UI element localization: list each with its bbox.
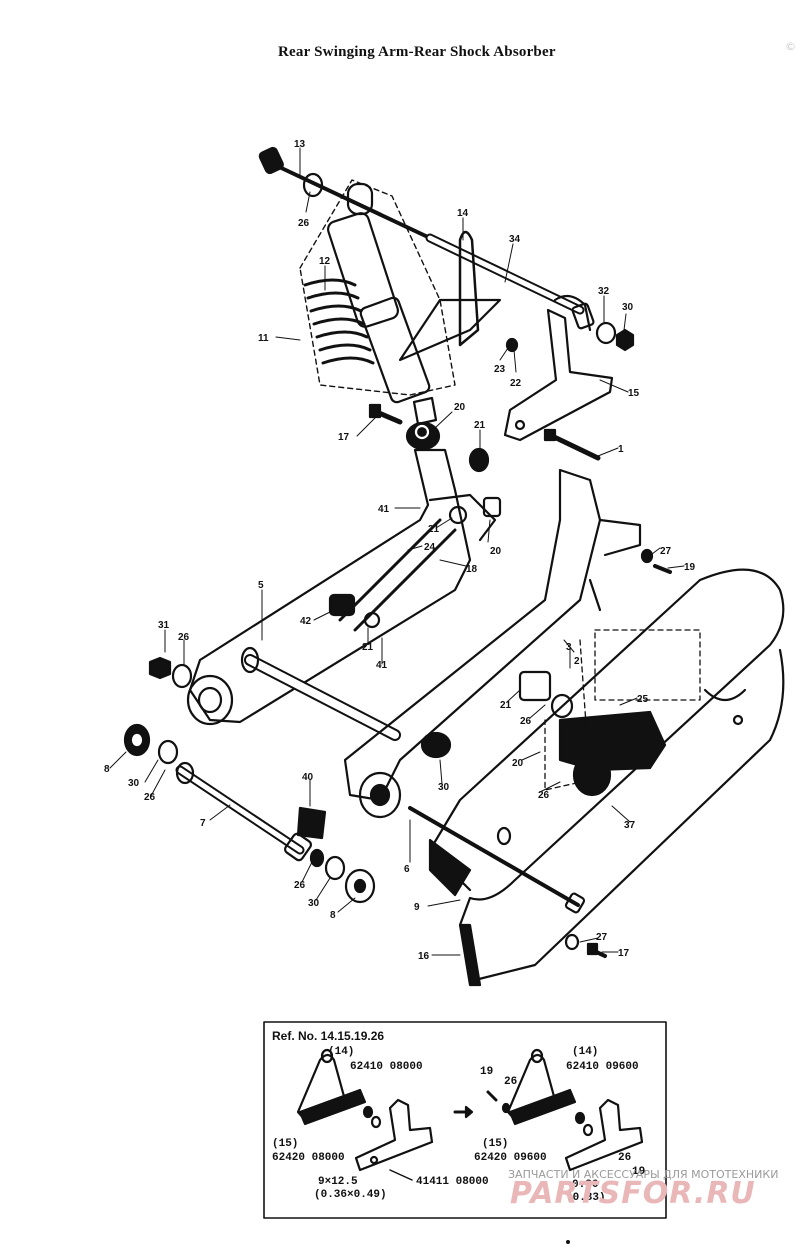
inset-right-15-ref: (15) [482,1138,509,1150]
brake-assembly-37 [496,629,701,846]
callout-41-a: 41 [378,504,390,515]
top-bolt-13 [258,146,432,240]
callout-30-d: 30 [308,898,320,909]
guard-fasteners [564,548,672,958]
callout-3: 3 [566,642,572,653]
stray-mark [566,1240,570,1244]
rear-axle-6 [408,806,586,914]
inset-right-15-no: 62420 09600 [474,1152,547,1164]
callout-20-b: 20 [490,546,502,557]
cross-bar-34 [398,230,595,362]
callout-1: 1 [618,444,624,455]
callout-17-a: 17 [338,432,350,443]
callout-21-c: 21 [362,642,374,653]
inset-left-dim-1: 9×12.5 [318,1176,358,1188]
inset-left-15-no: 62420 08000 [272,1152,345,1164]
watermark-caption: ЗАПЧАСТИ И АКСЕССУАРЫ ДЛЯ МОТОТЕХНИКИ [508,1168,779,1181]
pivot-nuts-left [148,656,193,689]
callout-16: 16 [418,951,430,962]
page-title: Rear Swinging Arm-Rear Shock Absorber [278,44,556,60]
pivot-shaft [240,646,401,741]
callout-19: 19 [684,562,696,573]
callout-23: 23 [494,364,506,375]
left-axle-parts [123,723,376,904]
callout-26-f: 26 [294,880,306,891]
callout-26-b: 26 [178,632,190,643]
callout-26-d: 26 [144,792,156,803]
inset-right-19-b: 19 [632,1166,646,1178]
inset-left-14-ref: (14) [328,1046,355,1058]
callout-24: 24 [424,542,436,553]
callout-34: 34 [509,234,521,245]
inset-right-14-no: 62410 09600 [566,1061,639,1073]
callout-30-b: 30 [128,778,140,789]
callout-30-c: 30 [438,782,450,793]
inset-left-14-no: 62410 08000 [350,1061,423,1073]
callout-41-b: 41 [376,660,388,671]
callout-31: 31 [158,620,170,631]
callout-18: 18 [466,564,478,575]
callout-25: 25 [637,694,649,705]
inset-title: Ref. No. 14.15.19.26 [272,1029,385,1043]
small-fasteners [368,337,601,473]
callout-5: 5 [258,580,264,591]
callout-14: 14 [457,208,469,219]
main-swing-arm [343,468,642,819]
callout-32: 32 [598,286,610,297]
inset-left-dim-2: (0.36×0.49) [314,1189,387,1201]
watermark-copyright: © [785,40,796,53]
callout-13: 13 [294,139,306,150]
callout-30-a: 30 [622,302,634,313]
link-rod-18 [328,505,468,632]
callout-21-a: 21 [474,420,486,431]
inset-right-26-b: 26 [618,1152,632,1164]
callout-27-a: 27 [660,546,672,557]
callout-26-c: 26 [520,716,532,727]
reference-inset [263,1021,667,1219]
shock-absorber-assembly [299,179,456,451]
callout-7: 7 [200,818,206,829]
inset-right-dim-1: 0.36 [572,1179,599,1191]
callout-20-a: 20 [454,402,466,413]
callout-8-a: 8 [104,764,110,775]
callout-9: 9 [414,902,420,913]
callout-8-b: 8 [330,910,336,921]
leader-lines [109,147,685,956]
callout-15: 15 [628,388,640,399]
callout-42: 42 [300,616,312,627]
callout-21-b: 21 [428,524,440,535]
rear-bracket-15 [503,308,635,442]
callout-2: 2 [574,656,580,667]
inset-right-19: 19 [480,1066,494,1078]
callout-22: 22 [510,378,522,389]
inset-left-15-ref: (15) [272,1138,299,1150]
callout-26-e: 26 [538,790,550,801]
callout-20-c: 20 [512,758,524,769]
inset-left-bolt-no: 41411 08000 [416,1176,489,1188]
callout-12: 12 [319,256,331,267]
callout-numbers: 13 26 14 34 12 11 32 30 15 23 22 21 20 1… [104,139,696,962]
inset-right-26-a: 26 [504,1076,518,1088]
inset-right-dim-2: (0.33) [566,1192,606,1204]
callout-40: 40 [302,772,314,783]
callout-21-d: 21 [500,700,512,711]
callout-26-a: 26 [298,218,310,229]
callout-6: 6 [404,864,410,875]
callout-27-b: 27 [596,932,608,943]
callout-37: 37 [624,820,636,831]
left-arm-link-5 [186,448,502,726]
inset-right-14-ref: (14) [572,1046,599,1058]
callout-11: 11 [258,333,269,344]
chain-guard-16 [428,568,785,987]
callout-17-b: 17 [618,948,630,959]
watermark-logo: PARTSFOR.RU [510,1176,756,1211]
